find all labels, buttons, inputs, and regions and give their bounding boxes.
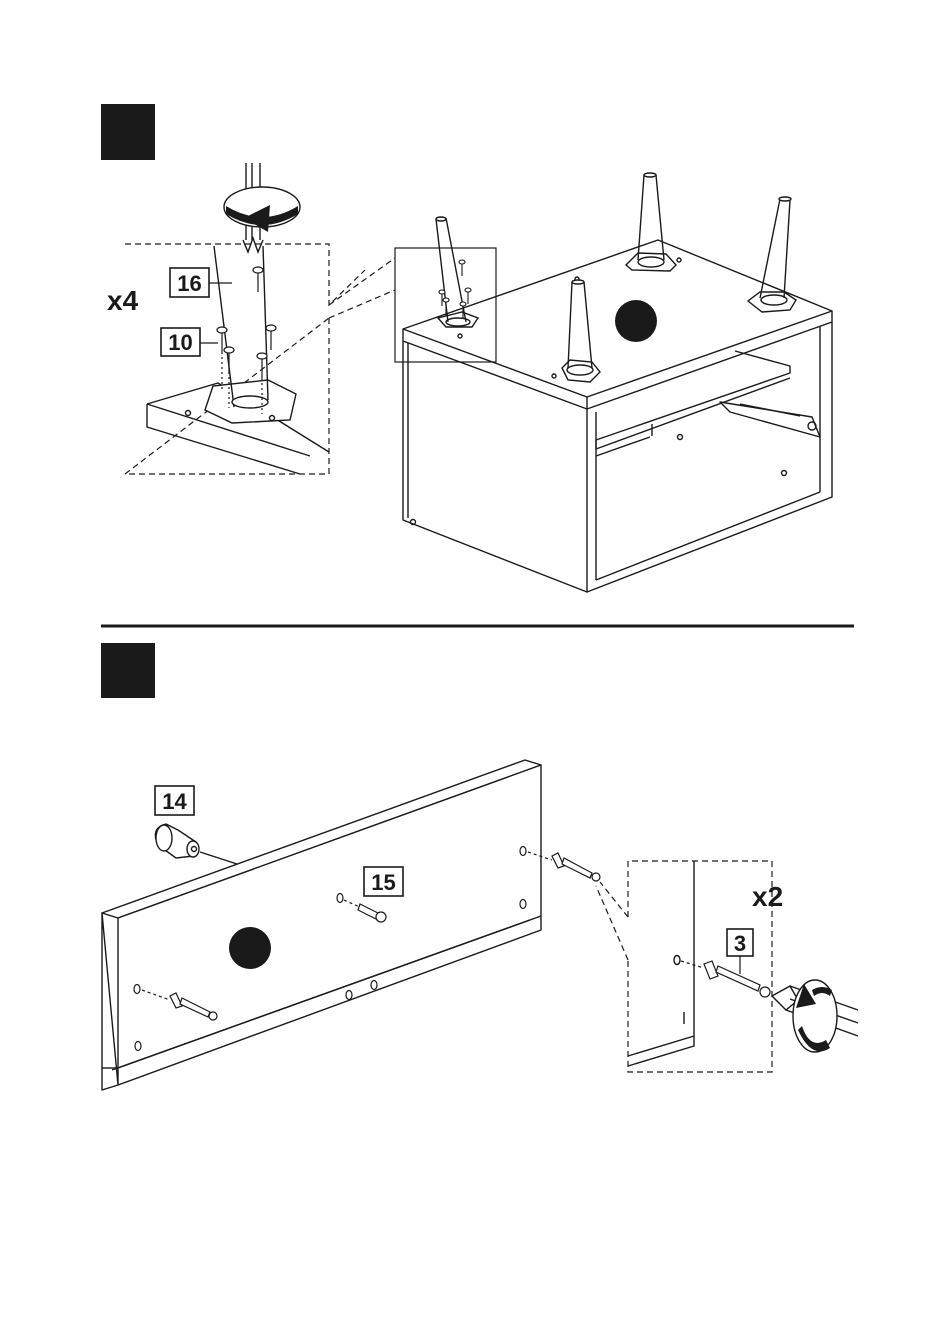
quantity-multiplier: x2 [752, 881, 783, 912]
rotate-clockwise-icon [224, 187, 300, 232]
screw-icon [465, 288, 471, 304]
step-2-number-box [101, 643, 155, 698]
step-2: 14 15 [101, 643, 858, 1090]
part-label-15: 15 [364, 867, 403, 896]
screw-icon [459, 260, 465, 276]
part-label-3: 3 [727, 929, 753, 974]
svg-text:14: 14 [162, 789, 187, 814]
detail-panel-edge [628, 861, 694, 1066]
leg-back-right [748, 197, 796, 312]
svg-text:3: 3 [734, 931, 746, 956]
screw-icon [253, 267, 263, 292]
screw-icon [266, 325, 276, 350]
part-label-16: 16 [170, 268, 232, 297]
svg-text:15: 15 [371, 870, 395, 895]
rotate-clockwise-icon [793, 980, 837, 1052]
panel-marker-dot [615, 300, 657, 342]
svg-text:16: 16 [177, 271, 201, 296]
quantity-multiplier: x4 [107, 285, 139, 316]
svg-text:10: 10 [168, 330, 192, 355]
cam-bolt-detail-callout [596, 861, 772, 1072]
part-label-14: 14 [155, 786, 194, 815]
knob-icon [155, 824, 237, 864]
step-1: 16 10 x4 [101, 104, 832, 592]
part-label-10: 10 [161, 328, 218, 356]
panel-marker-dot [229, 927, 271, 969]
step-1-number-box [101, 104, 155, 160]
